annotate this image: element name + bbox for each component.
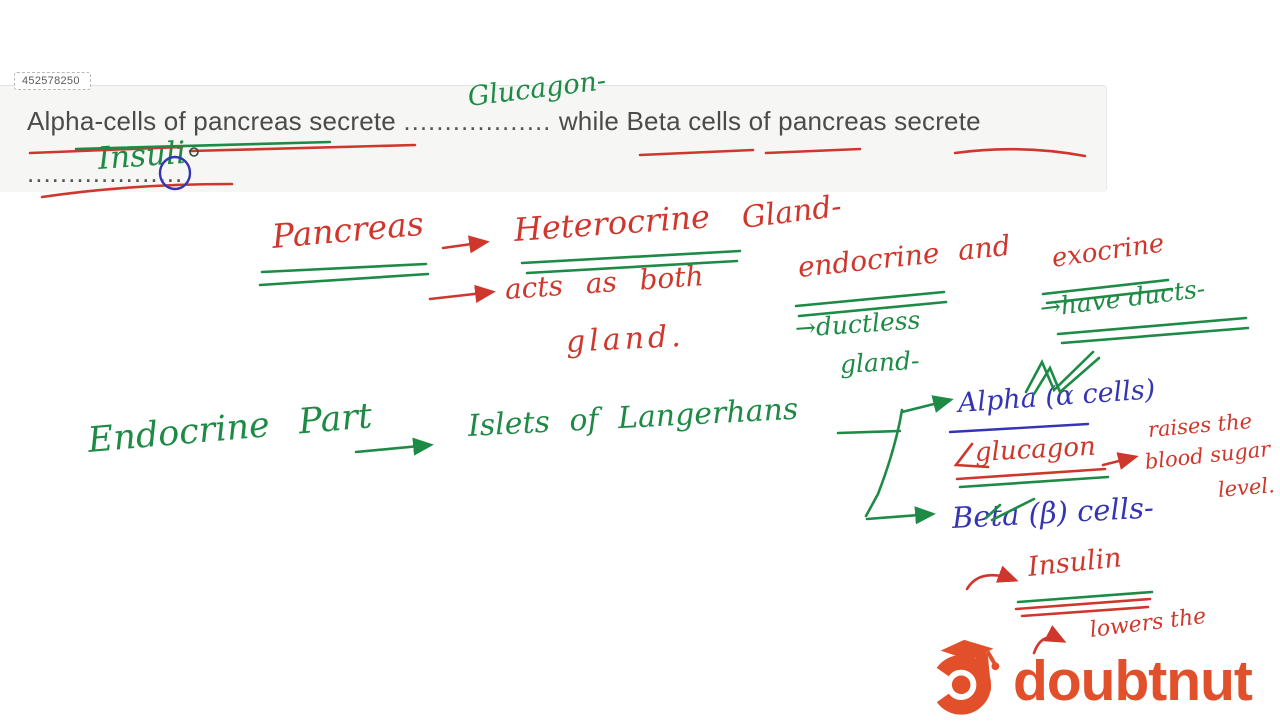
arrow-pancreas-to-heterocrine [441, 235, 490, 254]
cap-tassel-dot [991, 662, 1000, 671]
note-endocrine-part: Endocrine Part [86, 396, 374, 461]
underline-pancreas-1 [260, 262, 428, 274]
underline-have-ducts-2 [1060, 326, 1250, 345]
note-acts-as-both: acts as both [503, 259, 705, 306]
underline-glucagon-red [955, 467, 1107, 481]
bracket-stem [836, 429, 902, 435]
d-ring-dot [951, 675, 971, 695]
graduation-cap [940, 639, 994, 661]
note-pancreas: Pancreas [270, 203, 426, 256]
question-id-badge: 452578250 [14, 72, 91, 90]
underline-insulin-green [1016, 590, 1154, 604]
underline-heterocrine-1 [520, 249, 742, 265]
handwritten-answer-insulin: Insuli [96, 134, 187, 177]
arrow-to-alpha [900, 395, 954, 414]
note-gland-period: gland. [565, 318, 686, 360]
note-beta-cells: Beta (β) cells- [951, 490, 1155, 535]
question-text-before: Alpha-cells of pancreas secrete [27, 106, 404, 136]
doubtnut-logo-text: doubtnut [1013, 649, 1253, 713]
arrow-to-beta [865, 506, 936, 525]
question-blank-1: .................. [403, 106, 552, 136]
note-raises-line2: blood sugar [1143, 436, 1272, 474]
underline-glucagon-green [958, 475, 1110, 489]
note-islets-of-langerhans: Islets of Langerhans [467, 391, 800, 444]
underline-pancreas-2 [258, 272, 430, 287]
d-stem [975, 651, 991, 696]
note-raises-line1: raises the [1146, 408, 1253, 442]
note-alpha-cells: Alpha (α cells) [956, 374, 1157, 419]
note-ductless-gland: gland- [839, 345, 921, 379]
doubtnut-logo: doubtnut [925, 634, 1280, 720]
note-endocrine-and: endocrine and [796, 228, 1013, 284]
underline-have-ducts-1 [1056, 316, 1248, 336]
arrow-acts-as-both [428, 284, 496, 303]
note-heterocrine: Heterocrine [512, 197, 712, 249]
bracket-spine [864, 408, 904, 518]
cap-tassel [985, 650, 997, 665]
question-line-1: Alpha-cells of pancreas secrete ........… [27, 106, 1097, 137]
question-text-after: while Beta cells of pancreas secrete [551, 106, 981, 136]
note-raises-line3: level. [1216, 473, 1276, 502]
underline-alpha-blue [948, 422, 1090, 434]
note-glucagon: glucagon [974, 431, 1097, 468]
underline-insulin-red-1 [1014, 597, 1152, 611]
note-have-ducts: →have ducts- [1038, 273, 1207, 323]
arrow-glucagon-to-raises [1101, 452, 1139, 470]
note-exocrine: exocrine [1049, 228, 1167, 274]
arrow-endocrine-part [354, 437, 434, 456]
note-ductless: →ductless [793, 305, 922, 343]
note-gland-dash: Gland- [739, 188, 844, 236]
note-insulin: Insulin [1026, 542, 1124, 583]
doubtnut-logo-icon [931, 639, 1000, 715]
underline-endocrine-1 [794, 290, 946, 308]
elbow-to-insulin [965, 565, 1019, 591]
